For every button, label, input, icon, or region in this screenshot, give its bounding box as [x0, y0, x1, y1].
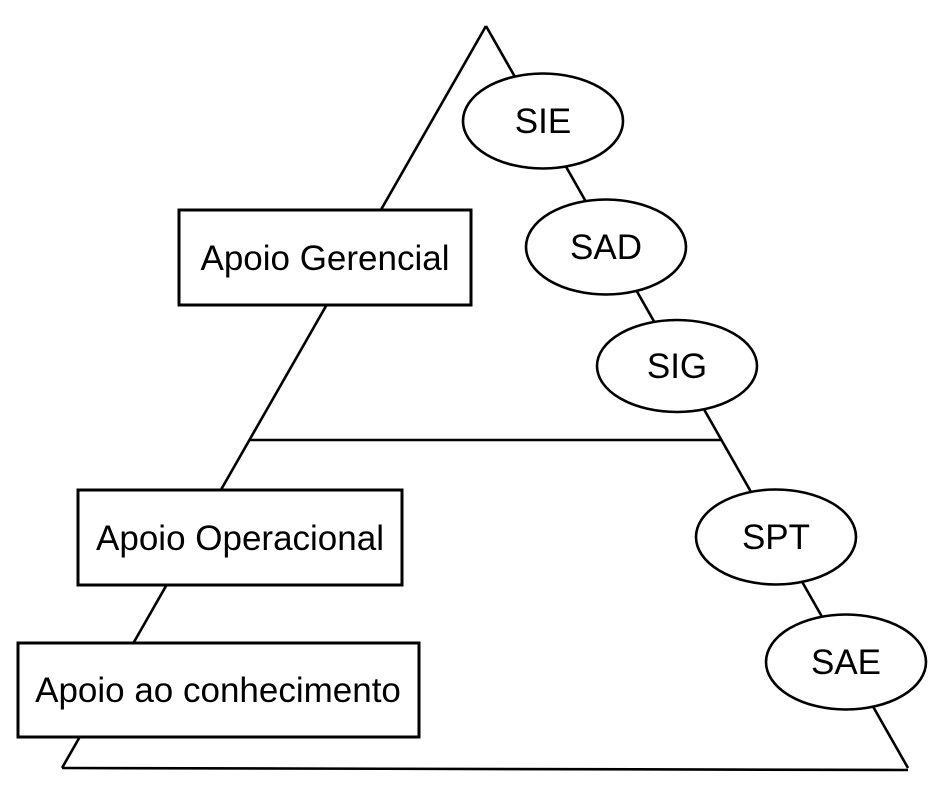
level-box-apoio-gerencial: Apoio Gerencial: [177, 208, 473, 307]
system-ellipse-sad: [524, 198, 688, 296]
level-label-apoio-ao-conhecimento: Apoio ao conhecimento: [35, 671, 401, 710]
level-box-apoio-operacional: Apoio Operacional: [76, 488, 404, 587]
system-ellipse-spt: [694, 488, 858, 586]
system-node-sae: SAE: [764, 613, 928, 711]
system-node-sad: SAD: [524, 198, 688, 296]
level-box-rect: [177, 208, 473, 307]
system-label-spt: SPT: [742, 518, 810, 557]
system-node-spt: SPT: [694, 488, 858, 586]
level-label-apoio-gerencial: Apoio Gerencial: [200, 239, 449, 278]
system-node-sie: SIE: [461, 72, 625, 170]
level-box-rect: [76, 488, 404, 587]
system-ellipse-sae: [764, 613, 928, 711]
system-label-sig: SIG: [647, 347, 707, 386]
system-ellipse-sie: [461, 72, 625, 170]
pyramid-base: [61, 766, 909, 772]
system-label-sae: SAE: [811, 643, 881, 682]
level-box-apoio-ao-conhecimento: Apoio ao conhecimento: [16, 641, 421, 739]
system-label-sie: SIE: [515, 102, 571, 141]
level-box-rect: [16, 641, 421, 739]
system-label-sad: SAD: [570, 228, 642, 267]
level-label-apoio-operacional: Apoio Operacional: [96, 519, 384, 558]
system-node-sig: SIG: [595, 318, 759, 414]
system-ellipse-sig: [595, 318, 759, 414]
